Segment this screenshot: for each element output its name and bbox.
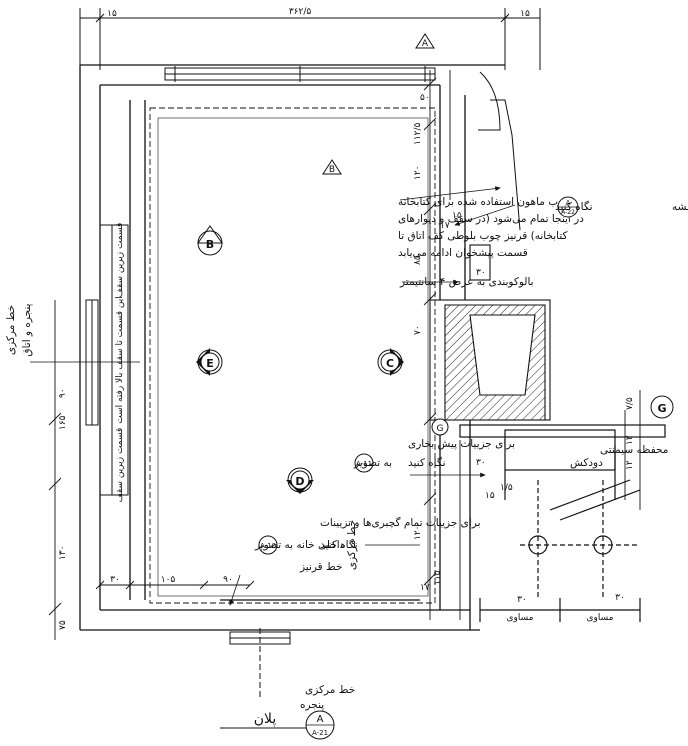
dim-equal-a: مساوی xyxy=(507,613,534,623)
tag-c: C xyxy=(377,348,404,376)
ceiling-top-note: قسمت زیرین سقف xyxy=(115,223,125,298)
dim-right-30a: ۳۰ xyxy=(476,458,486,468)
bottom-window xyxy=(229,628,291,700)
bottom-dimensions xyxy=(95,580,255,590)
baseboard-note: بالوکوبندی به عرض ۴ سانتیمتر xyxy=(399,276,534,288)
svg-text:A-10: A-10 xyxy=(260,542,276,550)
joinery-note: برای جزییات تمام گچبری‌ها و تزیینات نگاه… xyxy=(254,516,481,555)
dim-right-12b: ۱۲ xyxy=(625,460,635,470)
svg-text:قسمت پیشخوان ادامه می‌یابد: قسمت پیشخوان ادامه می‌یابد xyxy=(398,247,528,259)
svg-text:G: G xyxy=(437,424,444,434)
dim-left-165: ۱۶۵ xyxy=(58,415,68,430)
left-window xyxy=(30,224,140,496)
cornice-note: خط قرنیز xyxy=(299,561,343,573)
ceiling-bot-note: قسمت زیرین سقف xyxy=(115,428,125,503)
dim-right-1-5: ۱/۵ xyxy=(500,483,513,493)
dim-left-130: ۱۳۰ xyxy=(58,545,68,560)
tag-d: D xyxy=(286,467,314,494)
svg-text:داخلی خانه به تصویر: داخلی خانه به تصویر xyxy=(254,539,345,551)
top-dimension xyxy=(79,8,541,120)
svg-text:B: B xyxy=(206,238,214,251)
right-dimensions xyxy=(423,70,641,620)
dim-right-50: ۵۰ xyxy=(420,93,430,103)
svg-text:G: G xyxy=(657,402,666,415)
dim-right-bot-17: ۱۷ xyxy=(420,583,430,593)
svg-text:برای جزییات پیش بخاری: برای جزییات پیش بخاری xyxy=(408,438,515,450)
svg-text:پلان: پلان xyxy=(254,711,277,727)
dim-right-70: ۷۰ xyxy=(413,325,423,335)
dim-right-bottom-30a: ۳۰ xyxy=(517,595,527,605)
svg-text:A-11: A-11 xyxy=(356,460,372,468)
centerline-room: خط مرکزی xyxy=(346,520,358,570)
tag-g-right: G xyxy=(650,395,674,419)
chimney-note-1: محفظه سیمنتی xyxy=(600,444,668,456)
dim-right-30b: ۳۰ xyxy=(476,268,486,278)
svg-text:A: A xyxy=(566,199,571,207)
dim-right-15b: ۱۵ xyxy=(485,491,495,501)
svg-text:B: B xyxy=(329,165,335,175)
ceiling-mid-note: این قسمت تا سقف بالا رفته است xyxy=(115,296,125,424)
svg-text:A: A xyxy=(422,39,429,49)
svg-text:نگاه کنید: نگاه کنید xyxy=(320,538,358,551)
svg-text:A-22: A-22 xyxy=(561,209,575,216)
chimney-box xyxy=(459,424,666,622)
centerline-window-2: پنجره xyxy=(300,699,324,711)
svg-text:به تصویر: به تصویر xyxy=(353,457,392,469)
svg-text:برای جزییات تمام گچبری‌ها و تز: برای جزییات تمام گچبری‌ها و تزیینات xyxy=(320,516,481,529)
svg-text:A-21: A-21 xyxy=(312,729,328,737)
centerline-window-room-2: پنجره و اتاق xyxy=(21,303,33,356)
dim-left-90: ۹۰ xyxy=(58,388,68,398)
dim-top-right: ۱۵ xyxy=(520,9,530,19)
dim-right-bottom-30b: ۳۰ xyxy=(615,593,625,603)
svg-text:به نقشه: به نقشه xyxy=(672,201,688,213)
tag-a: A xyxy=(415,33,435,49)
svg-text:نگاه کنید: نگاه کنید xyxy=(408,456,446,469)
dim-left-75: ۷۵ xyxy=(58,620,68,630)
svg-text:D: D xyxy=(295,475,304,488)
dim-right-bot-115: ۱۱۵ xyxy=(433,570,443,585)
centerline-window-room-1: خط مرکزی xyxy=(5,305,17,355)
left-dimensions xyxy=(48,300,62,640)
fireplace-note: برای جزییات پیش بخاری نگاه کنید A-11 به … xyxy=(353,438,515,478)
dim-right-112: ۱۱۲/۵ xyxy=(413,122,423,145)
tag-e: E xyxy=(196,348,223,376)
svg-text:E: E xyxy=(206,357,214,370)
dim-right-bot-120: ۱۲۰ xyxy=(413,525,423,540)
mahogany-note: چوب ماهون استفاده شده برای کتابخانه در ا… xyxy=(398,186,584,259)
centerline-window-1: خط مرکزی xyxy=(305,684,355,696)
svg-text:در اینجا تمام می‌شود (در سقف و: در اینجا تمام می‌شود (در سقف و دیوارهای xyxy=(398,213,584,225)
svg-text:A: A xyxy=(317,714,324,725)
dim-right-17: ۱۷ xyxy=(440,221,450,231)
plan-title: پلان A A-21 xyxy=(220,710,335,740)
cabinet-box xyxy=(469,244,491,281)
tag-b-top: B xyxy=(322,159,342,175)
svg-text:نگاه کنید: نگاه کنید xyxy=(555,200,593,213)
svg-text:کتابخانه) قرنیز چوب بلوطی کف ا: کتابخانه) قرنیز چوب بلوطی کف اتاق تا xyxy=(398,230,568,242)
svg-text:C: C xyxy=(386,357,394,370)
dim-right-15: ۱۵ xyxy=(452,211,462,221)
dim-right-12a: ۱۲ xyxy=(625,435,635,445)
svg-text:چوب ماهون استفاده شده برای کتا: چوب ماهون استفاده شده برای کتابخانه xyxy=(398,196,570,208)
outer-walls xyxy=(79,64,505,631)
dim-bottom-105: ۱۰۵ xyxy=(161,575,176,585)
chimney-note-2: دودکش xyxy=(570,457,603,469)
dim-top-total: ۳۶۲/۵ xyxy=(289,7,312,17)
tag-g-mid: G xyxy=(431,418,449,436)
see-plan-note: به نقشه A A-22 نگاه کنید xyxy=(454,196,688,226)
dim-equal-b: مساوی xyxy=(587,613,614,623)
top-window xyxy=(164,66,521,231)
dim-top-left: ۱۵ xyxy=(107,9,117,19)
dim-bottom-90: ۹۰ xyxy=(223,575,233,585)
dim-right-120: ۱۲۰ xyxy=(413,165,423,180)
fireplace xyxy=(429,299,551,421)
tag-b-left: B xyxy=(197,225,223,256)
dim-bottom-30: ۳۰ xyxy=(110,575,120,585)
dim-right-85: ۸۵ xyxy=(413,255,423,265)
dim-right-7-5: ۷/۵ xyxy=(625,397,635,410)
